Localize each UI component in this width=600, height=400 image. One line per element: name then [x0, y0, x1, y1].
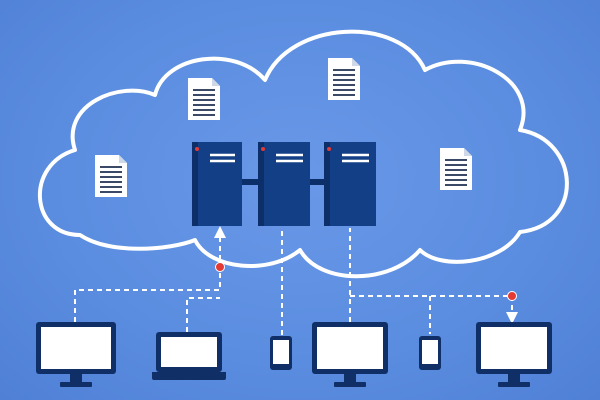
document-icon [328, 58, 360, 100]
connection-lines [74, 226, 518, 335]
connection-line [186, 297, 220, 332]
junction-dot [507, 291, 517, 301]
server-icon [324, 142, 376, 226]
monitor-icon [312, 322, 388, 387]
monitor-icon [476, 322, 552, 387]
document-icon [188, 78, 220, 120]
server-icon [192, 142, 242, 226]
document-icon [95, 155, 127, 197]
monitor-icon [36, 322, 116, 387]
cloud-icon [38, 29, 569, 279]
document-icon [440, 148, 472, 190]
junction-dot [215, 262, 225, 272]
server-icon [258, 142, 310, 226]
laptop-icon [152, 332, 226, 380]
server-group [192, 142, 376, 226]
phone-icon [270, 336, 292, 370]
phone-icon [419, 336, 441, 370]
